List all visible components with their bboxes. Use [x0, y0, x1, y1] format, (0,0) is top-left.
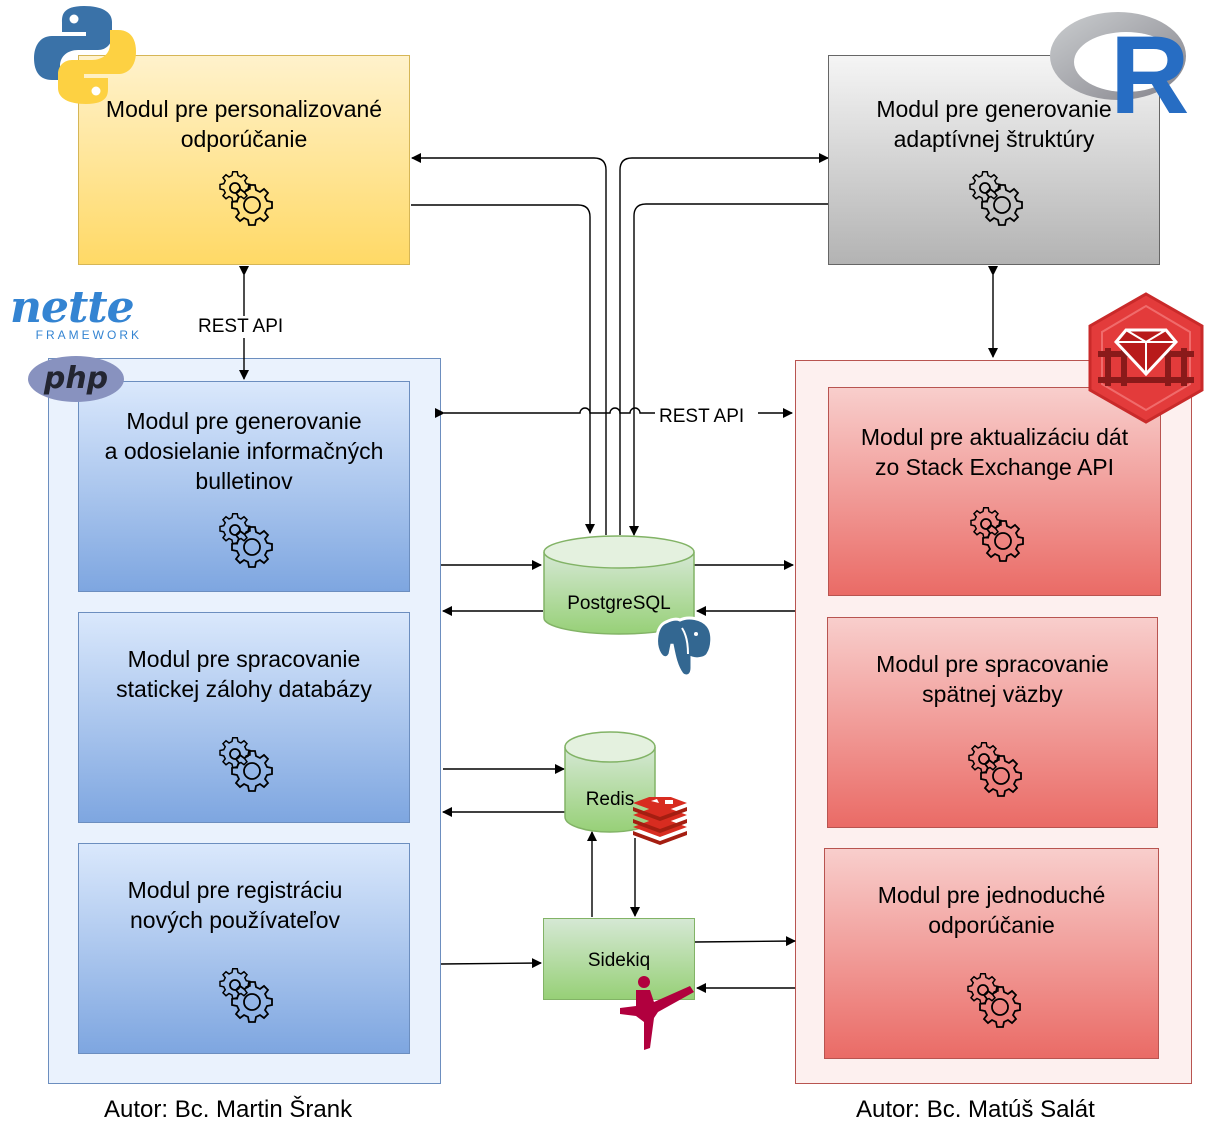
module-personalized-recommendation: Modul pre personalizované odporúčanie [78, 55, 410, 265]
php-logo-icon: php [28, 356, 124, 402]
module-registration: Modul pre registráciu nových používateľo… [78, 843, 410, 1054]
module-static-backup: Modul pre spracovanie statickej zálohy d… [78, 612, 410, 823]
r-letter: R [1110, 14, 1189, 120]
module-simple-recommendation: Modul pre jednoduché odporúčanie [824, 848, 1159, 1059]
php-wordmark: php [43, 361, 108, 396]
module-label: Modul pre registráciu nových používateľo… [127, 876, 343, 933]
gears-icon [219, 170, 273, 226]
rest-api-label-left: REST API [194, 316, 288, 338]
sidekiq-ninja-icon [620, 976, 694, 1050]
gears-icon [219, 967, 273, 1023]
gears-icon [219, 512, 273, 568]
module-label: Modul pre personalizované odporúčanie [105, 96, 383, 152]
postgresql-elephant-icon [655, 616, 714, 678]
gears-icon [969, 506, 1024, 562]
module-label: Modul pre generovanie a odosielanie info… [104, 407, 384, 494]
postgresql-label: PostgreSQL [567, 593, 671, 614]
module-label: Modul pre jednoduché odporúčanie [877, 881, 1106, 938]
nette-logo-icon: nette FRAMEWORK [10, 282, 142, 343]
sidekiq-label: Sidekiq [587, 950, 651, 971]
r-language-logo-icon: R [1050, 12, 1189, 120]
gears-icon [966, 972, 1021, 1028]
ruby-on-rails-logo-icon [1088, 292, 1204, 424]
module-label: Modul pre generovanie adaptívnej štruktú… [876, 96, 1112, 152]
module-label: Modul pre spracovanie statickej zálohy d… [116, 645, 372, 702]
module-label: Modul pre aktualizáciu dát zo Stack Exch… [860, 423, 1129, 480]
gears-icon [219, 736, 273, 792]
module-bulletins: Modul pre generovanie a odosielanie info… [78, 381, 410, 592]
rest-api-label-middle: REST API [655, 406, 749, 428]
author-left: Autor: Bc. Martin Šrank [104, 1096, 353, 1123]
gears-icon [969, 170, 1023, 226]
module-stack-exchange-update: Modul pre aktualizáciu dát zo Stack Exch… [828, 387, 1161, 596]
module-label: Modul pre spracovanie spätnej väzby [876, 650, 1109, 707]
sidekiq-queue: Sidekiq [543, 918, 695, 1000]
postgresql-database [543, 535, 695, 635]
author-right: Autor: Bc. Matúš Salát [856, 1096, 1095, 1123]
redis-database [564, 731, 656, 833]
module-feedback: Modul pre spracovanie spätnej väzby [827, 617, 1158, 828]
redis-label: Redis [585, 789, 635, 810]
nette-subtitle: FRAMEWORK [35, 328, 142, 342]
gears-icon [967, 741, 1022, 797]
redis-logo-icon [633, 797, 687, 845]
nette-wordmark: nette [10, 282, 135, 333]
python-logo-icon [34, 6, 136, 104]
